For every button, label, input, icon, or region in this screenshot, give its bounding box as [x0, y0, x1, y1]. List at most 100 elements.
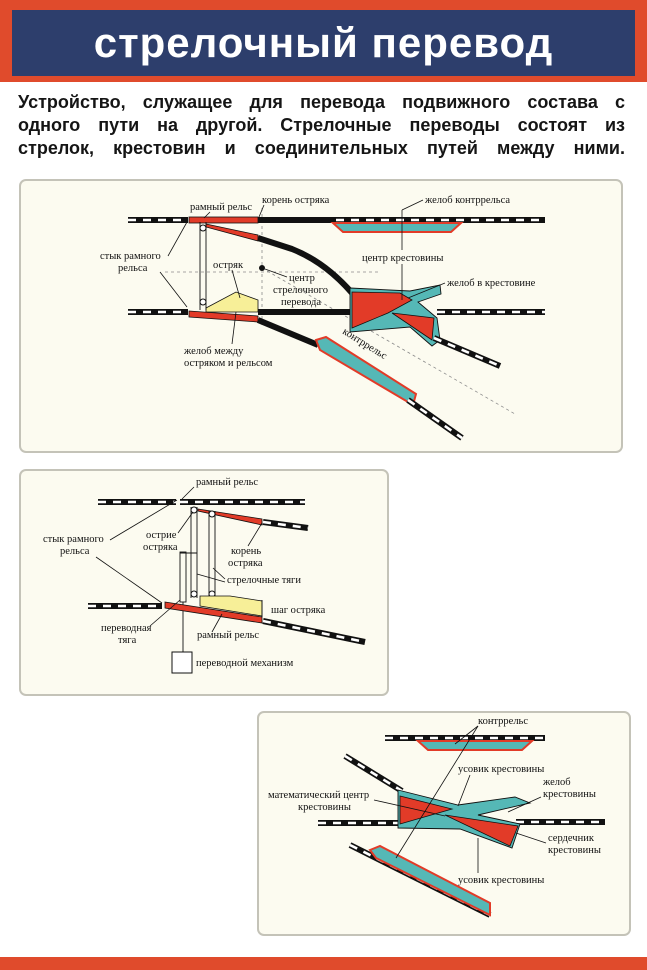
rail-ties — [407, 398, 463, 440]
label-check-rail-flangeway: желоб контррельса — [424, 195, 510, 206]
frog-wing-rails — [351, 291, 413, 329]
point-flangeway — [205, 291, 259, 313]
rail-ties — [344, 754, 403, 793]
leader — [373, 799, 446, 817]
title-banner: стрелочный перевод — [12, 10, 635, 76]
frog — [349, 284, 442, 347]
leader — [149, 599, 181, 627]
label-switch-machine: переводной механизм — [196, 658, 294, 669]
label-stock-rail-joint: стык рамного — [43, 534, 104, 545]
label-switch-heel: корень — [231, 546, 261, 557]
switch-machine-box — [171, 651, 193, 674]
rail-upper-left-diagonal — [343, 753, 404, 794]
label-frog-flangeway: крестовины — [543, 789, 596, 800]
diverging-axis-line — [261, 267, 516, 415]
intro-line: Устройство, служащее для перевода подвиж… — [18, 92, 625, 112]
label-point-throw: шаг остряка — [271, 605, 326, 616]
label-stock-rail-top: рамный рельс — [196, 477, 258, 488]
label-wing-rail-bottom: усовик крестовины — [458, 875, 544, 886]
panel-background — [19, 179, 623, 453]
label-throw-rod: тяга — [118, 635, 137, 646]
leader — [407, 282, 446, 299]
label-math-center: математический центр — [268, 790, 369, 801]
leader — [167, 221, 188, 257]
label-frog-flangeway: желоб — [542, 777, 571, 788]
label-frog-point: сердечник — [548, 833, 595, 844]
rod-joint — [190, 506, 198, 514]
label-switch-center: центр — [289, 273, 315, 284]
leader — [395, 725, 479, 859]
diverging-rail-curve — [257, 235, 355, 295]
panel-frog: контррельс усовик крестовины желоб крест… — [257, 711, 631, 936]
poster-frame-bottom — [0, 957, 647, 970]
label-point-flangeway: остряком и рельсом — [184, 358, 273, 369]
rail-frog-diverging — [432, 335, 502, 369]
rod-joint — [190, 590, 198, 598]
panel-switch-mechanism: рамный рельс стык рамного рельса острие … — [19, 469, 389, 696]
leader — [401, 199, 424, 211]
stock-rail-bottom — [164, 601, 263, 624]
switch-center-dot — [259, 265, 265, 271]
leader — [203, 211, 211, 219]
diverging-rail-lower — [256, 317, 320, 348]
leader — [515, 832, 547, 844]
label-switch-heel: корень остряка — [262, 195, 330, 206]
label-switch-heel: остряка — [228, 558, 263, 569]
check-rail-lower — [368, 844, 491, 917]
label-math-center: крестовины — [298, 802, 351, 813]
leader — [95, 556, 163, 604]
leader — [231, 269, 241, 299]
label-frog-flangeway: желоб в крестовине — [446, 278, 536, 289]
label-switch-rods: стрелочные тяги — [227, 575, 301, 586]
intro-line: стрелок, крестовин и соединительных путе… — [18, 138, 625, 158]
label-throw-rod: переводная — [101, 623, 152, 634]
label-stock-rail-joint: рельса — [60, 546, 90, 557]
label-stock-rail-bottom: рамный рельс — [197, 630, 259, 641]
check-rail-top — [415, 740, 535, 751]
intro-line: одного пути на другой. Стрелочные перево… — [18, 115, 625, 135]
leader — [159, 271, 188, 308]
leader — [258, 204, 265, 218]
page-title: стрелочный перевод — [93, 19, 554, 66]
leader — [231, 311, 237, 345]
leader — [181, 486, 195, 500]
rail-diverging-right — [406, 397, 464, 441]
label-point-tip: остряка — [143, 542, 178, 553]
frog-point — [444, 814, 519, 847]
leader — [177, 511, 194, 534]
stock-rail-top — [188, 216, 259, 224]
rail-ties — [262, 520, 309, 530]
label-switch-center: стрелочного — [273, 285, 328, 296]
rail-bottom-diverging — [262, 618, 366, 645]
label-frog-point: крестовины — [548, 845, 601, 856]
rail-ties — [433, 336, 501, 368]
leader — [457, 774, 471, 807]
intro-paragraph: Устройство, служащее для перевода подвиж… — [18, 91, 625, 160]
leader — [196, 573, 226, 583]
leader — [109, 499, 178, 541]
rail-diverging-top — [262, 519, 309, 531]
label-stock-rail: рамный рельс — [190, 202, 252, 213]
rod-joint-top — [199, 224, 207, 232]
frog — [397, 789, 532, 849]
panel-switch-layout: рамный рельс корень остряка желоб контрр… — [19, 179, 623, 453]
check-rail-top — [330, 222, 464, 233]
leader — [247, 522, 263, 547]
frog-point — [391, 312, 435, 341]
label-stock-rail-joint: рельса — [118, 263, 148, 274]
label-point-tip: острие — [146, 530, 177, 541]
leader — [264, 268, 288, 278]
label-wing-rail-top: усовик крестовины — [458, 764, 544, 775]
leader — [454, 725, 479, 745]
leader — [211, 613, 223, 633]
label-switch-center: перевода — [281, 297, 321, 308]
rail-ties — [262, 619, 366, 644]
label-stock-rail-joint: стык рамного — [100, 251, 161, 262]
rod-joint — [208, 510, 216, 518]
label-point-flangeway: желоб между — [183, 346, 244, 357]
label-frog-center: центр крестовины — [362, 253, 443, 264]
leader — [212, 567, 226, 580]
label-check-rail: контррельс — [478, 716, 528, 727]
leader — [507, 796, 542, 813]
